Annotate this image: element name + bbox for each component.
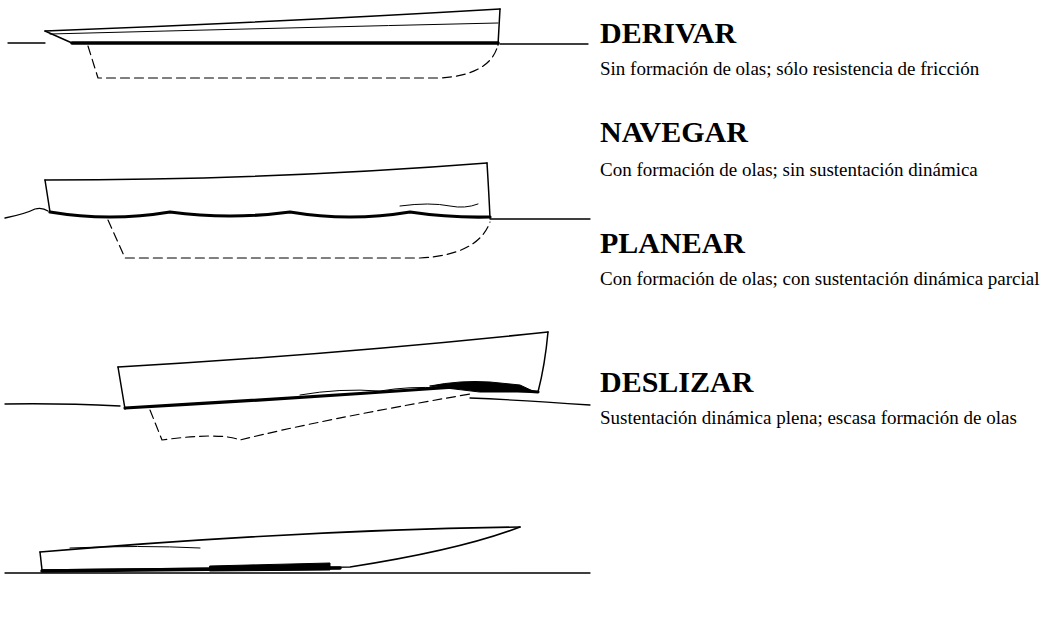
displacement-hull — [5, 163, 590, 258]
stage-description: Sin formación de olas; sólo resistencia … — [600, 57, 1052, 80]
stage-heading: NAVEGAR — [600, 117, 748, 147]
stage-description: Con formación de olas; sin sustentación … — [600, 158, 1052, 181]
hydroplaning-hull — [5, 527, 590, 573]
stage-heading: PLANEAR — [600, 228, 745, 258]
stage-heading: DESLIZAR — [600, 367, 753, 397]
stage-description: Sustentación dinámica plena; escasa form… — [600, 406, 1052, 429]
drifting-hull — [8, 9, 588, 78]
stage-heading: DERIVAR — [600, 18, 736, 48]
stage-description: Con formación de olas; con sustentación … — [600, 267, 1052, 290]
planing-hull — [5, 332, 590, 440]
